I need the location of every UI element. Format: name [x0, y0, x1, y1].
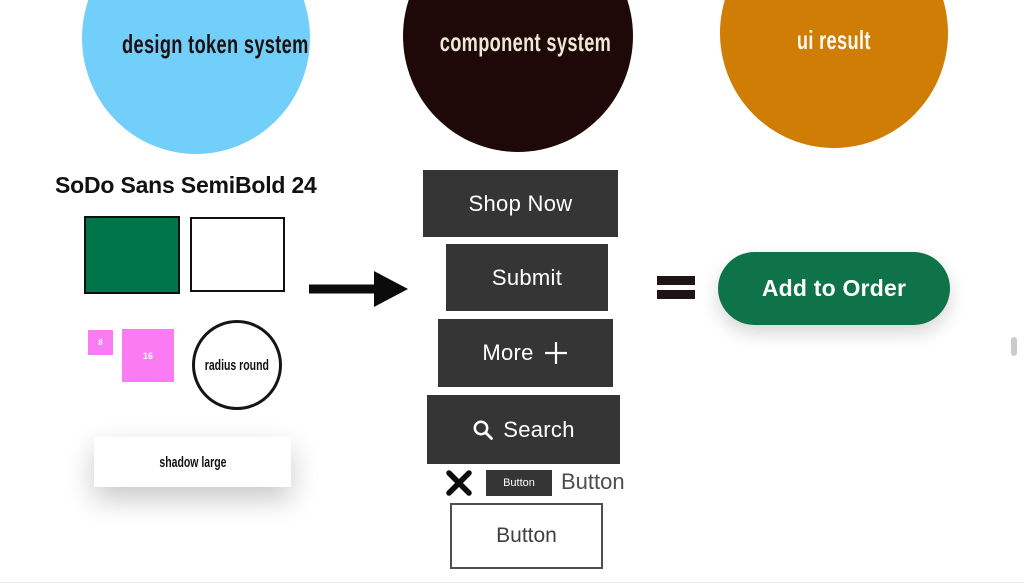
design-token-system-label: design token system — [122, 29, 309, 59]
component-system-label: component system — [439, 27, 612, 57]
radius-token-circle: radius round — [192, 320, 282, 410]
shadow-token-box: shadow large — [94, 437, 291, 487]
spacing-token-8-value: 8 — [98, 338, 103, 347]
button-chip[interactable]: Button — [486, 470, 552, 496]
equals-icon — [657, 276, 695, 299]
spacing-token-16: 16 — [122, 329, 174, 382]
bottom-divider — [0, 582, 1024, 583]
add-to-order-button[interactable]: Add to Order — [718, 252, 950, 325]
design-token-system-circle: design token system — [82, 0, 310, 154]
search-button[interactable]: Search — [427, 395, 620, 464]
add-to-order-label: Add to Order — [761, 275, 907, 301]
font-token-label: SoDo Sans SemiBold 24 — [55, 172, 317, 198]
button-chip-label: Button — [503, 477, 535, 489]
base-button-label: Button — [496, 524, 557, 547]
plus-icon — [544, 342, 567, 364]
scrollbar-thumb[interactable] — [1011, 337, 1017, 356]
arrow-right-icon — [309, 271, 408, 307]
ui-result-circle: ui result — [720, 0, 948, 148]
equals-bar-top — [657, 276, 695, 285]
shop-now-button[interactable]: Shop Now — [423, 170, 618, 237]
submit-button[interactable]: Submit — [446, 244, 608, 311]
button-caption: Button — [561, 469, 625, 494]
submit-label: Submit — [491, 264, 563, 290]
circle-label-wrap: component system — [403, 27, 633, 58]
color-swatch-green — [84, 216, 180, 294]
ui-result-label: ui result — [797, 25, 871, 55]
close-icon — [446, 470, 472, 496]
more-label: More — [482, 340, 534, 365]
search-icon — [473, 420, 494, 440]
component-system-circle: component system — [403, 0, 633, 152]
circle-label-wrap: design token system — [82, 29, 310, 60]
color-swatch-white — [190, 217, 285, 292]
search-label: Search — [503, 416, 575, 442]
circle-label-wrap: ui result — [720, 25, 948, 56]
more-button[interactable]: More — [438, 319, 613, 387]
spacing-token-8: 8 — [88, 330, 113, 355]
spacing-token-16-value: 16 — [142, 350, 153, 361]
shadow-token-label: shadow large — [158, 453, 227, 471]
equals-bar-bottom — [657, 290, 695, 299]
radius-token-label: radius round — [204, 356, 270, 374]
base-button[interactable]: Button — [450, 503, 603, 569]
shop-now-label: Shop Now — [468, 190, 573, 216]
